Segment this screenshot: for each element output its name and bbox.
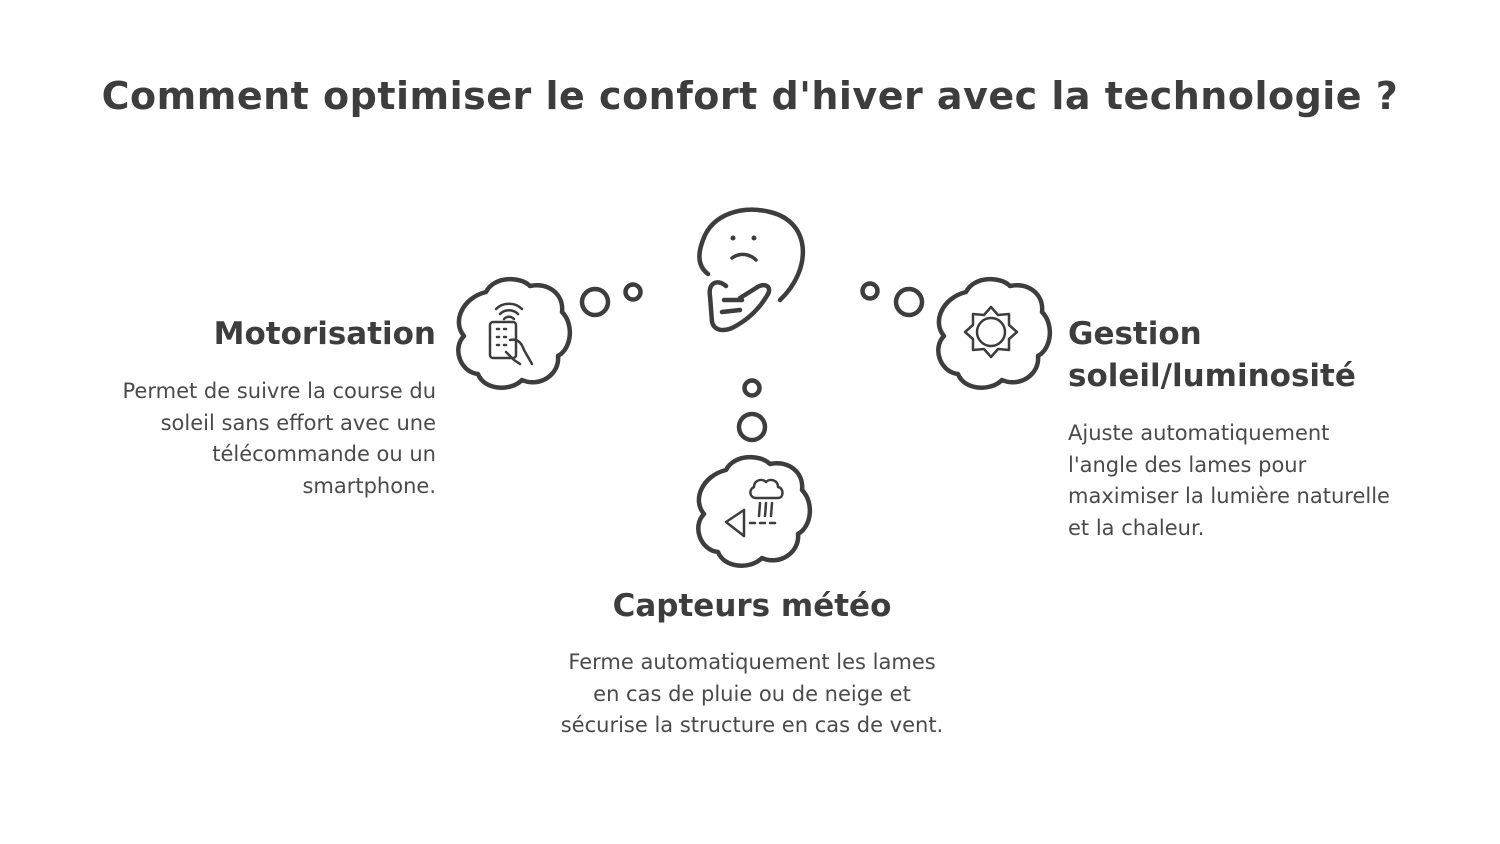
gestion-cloud	[936, 277, 1052, 390]
sun-icon	[963, 305, 1019, 359]
motorisation-cloud	[456, 277, 572, 390]
connector-bottom	[736, 378, 768, 443]
connector-right	[860, 281, 925, 318]
gestion-description: Ajuste automatiquement l'angle des lames…	[1068, 421, 1390, 540]
capteurs-cloud	[696, 455, 812, 568]
capteurs-description: Ferme automatiquement les lames en cas d…	[560, 650, 944, 737]
capteurs-heading: Capteurs météo	[612, 588, 892, 624]
remote-control-icon	[488, 302, 534, 366]
connector-left	[579, 282, 643, 318]
gestion-heading: Gestion soleil/luminosité	[1068, 316, 1356, 394]
thinking-face-icon	[697, 207, 805, 333]
weather-sensor-icon	[724, 478, 784, 538]
diagram-title: Comment optimiser le confort d'hiver ave…	[101, 74, 1399, 118]
motorisation-heading: Motorisation	[213, 316, 436, 352]
motorisation-description: Permet de suivre la course du soleil san…	[122, 379, 436, 498]
